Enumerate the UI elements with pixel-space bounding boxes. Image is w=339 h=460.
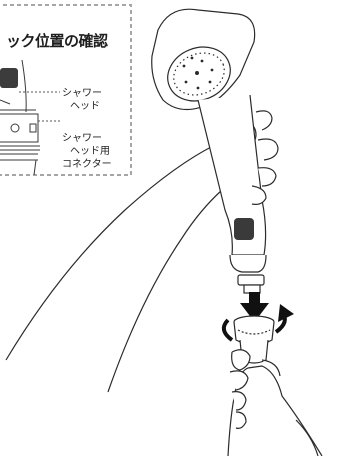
inset-logo — [0, 68, 18, 88]
shower-handle — [198, 95, 266, 255]
callout-shower-head: シャワー ヘッド — [62, 87, 102, 113]
callout-line: ヘッド用 — [62, 145, 112, 158]
handle-logo — [234, 218, 254, 240]
shower-head — [152, 9, 255, 110]
callout-line: ヘッド — [62, 100, 102, 113]
inset-title: ック位置の確認 — [6, 30, 108, 51]
callout-line: コネクター — [62, 158, 112, 171]
callout-line: シャワー — [62, 87, 102, 100]
callout-line: シャワー — [62, 132, 112, 145]
callout-connector: シャワー ヘッド用 コネクター — [62, 132, 112, 171]
lower-hand — [228, 350, 322, 456]
handle-connector — [230, 255, 266, 293]
